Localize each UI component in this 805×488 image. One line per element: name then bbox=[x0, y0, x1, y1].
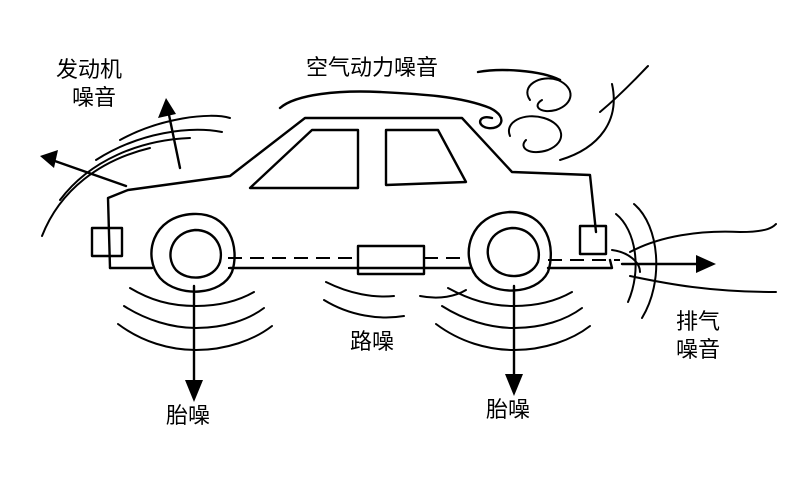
tire-noise-left-waves bbox=[117, 287, 273, 352]
exhaust-noise-waves bbox=[611, 203, 658, 319]
road-noise-waves bbox=[323, 281, 467, 319]
engine-noise-waves bbox=[41, 114, 231, 237]
exhaust-plume bbox=[629, 223, 777, 293]
tire-noise-right-label: 胎噪 bbox=[486, 398, 531, 423]
engine-noise-arrow-left bbox=[40, 150, 128, 188]
aero-swirls bbox=[507, 65, 649, 161]
road-noise-label: 路噪 bbox=[350, 330, 395, 355]
front-bumper bbox=[90, 226, 124, 258]
rear-window bbox=[384, 128, 468, 187]
tire-noise-right-arrow bbox=[505, 284, 523, 396]
exhaust-noise-label-line2: 噪音 bbox=[676, 338, 721, 363]
front-window bbox=[248, 128, 360, 190]
engine-noise-label-line2: 噪音 bbox=[72, 86, 117, 111]
front-wheel bbox=[150, 212, 236, 293]
tire-noise-left-label: 胎噪 bbox=[166, 404, 211, 429]
underbody-lines bbox=[228, 257, 620, 269]
engine-noise-arrow-up bbox=[158, 98, 182, 170]
rear-bumper bbox=[578, 224, 608, 256]
engine-noise-label-line1: 发动机 bbox=[56, 58, 123, 83]
exhaust-noise-label-line1: 排气 bbox=[676, 310, 721, 335]
muffler bbox=[356, 244, 426, 276]
tire-noise-left-arrow bbox=[185, 284, 203, 402]
aero-noise-label: 空气动力噪音 bbox=[306, 56, 439, 81]
aero-noise-line bbox=[278, 68, 562, 130]
rear-wheel bbox=[467, 210, 552, 292]
exhaust-noise-arrow bbox=[620, 255, 716, 273]
